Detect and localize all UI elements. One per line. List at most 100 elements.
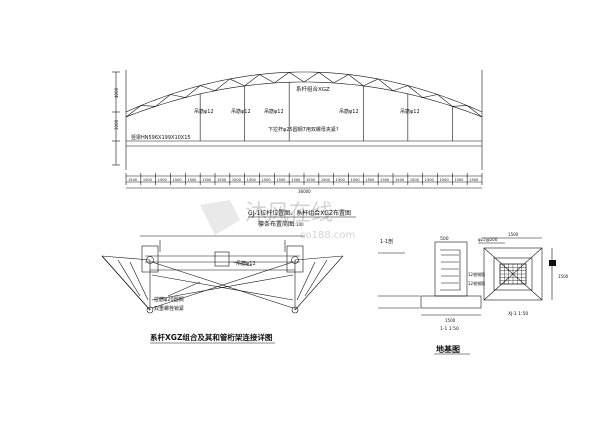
leader-line-2 bbox=[232, 261, 253, 267]
right-connection-plate bbox=[286, 245, 304, 273]
web-member bbox=[377, 78, 394, 91]
segment-dim-label: 1500 bbox=[425, 178, 435, 182]
foundation-caption: 地基图 bbox=[436, 344, 460, 354]
center-plate bbox=[214, 251, 230, 267]
web-member bbox=[363, 78, 379, 87]
web-member bbox=[333, 74, 349, 84]
arch-top-chord bbox=[125, 71, 483, 113]
plan-rebar-grid bbox=[499, 263, 527, 285]
segment-dim-label: 1500 bbox=[217, 178, 227, 182]
segment-dim-label: 1500 bbox=[336, 178, 346, 182]
web-member bbox=[155, 94, 171, 107]
watermark-text: 沐风在线 bbox=[245, 201, 333, 226]
web-member bbox=[422, 94, 438, 98]
web-member bbox=[259, 74, 275, 84]
right-plan-label: XJ-1 1:50 bbox=[508, 311, 528, 317]
leader-line bbox=[167, 281, 201, 297]
right-diagonal bbox=[294, 255, 344, 311]
left-inner-1 bbox=[117, 259, 141, 297]
truss-connection-detail bbox=[101, 235, 344, 314]
segment-dim-label: 1500 bbox=[143, 178, 153, 182]
right-side-dim: 1500 bbox=[558, 274, 569, 279]
hanger-label-3: 吊筋φ12 bbox=[264, 108, 284, 115]
plan-marker bbox=[549, 260, 556, 266]
dim-height-label: 4000 bbox=[114, 87, 119, 98]
segment-dim-label: 1500 bbox=[321, 178, 331, 182]
segment-dim-label: 1500 bbox=[187, 178, 197, 182]
footing bbox=[420, 295, 482, 309]
left-caption: 1-1 1:50 bbox=[440, 326, 459, 332]
arch-hangers bbox=[199, 82, 453, 141]
web-member bbox=[125, 105, 142, 118]
web-member bbox=[303, 72, 319, 83]
web-member bbox=[452, 105, 468, 107]
segment-dim-label: 1500 bbox=[440, 178, 450, 182]
dim-lower-label: 1000 bbox=[114, 119, 119, 130]
left-dim: 500 bbox=[440, 236, 449, 242]
web-member bbox=[140, 105, 156, 107]
hanger-label-5: 吊筋φ12 bbox=[400, 108, 420, 115]
web-member bbox=[466, 105, 483, 118]
right-top-chord bbox=[294, 255, 344, 261]
segment-dim-label: 1500 bbox=[351, 178, 361, 182]
segment-dim-label: 1500 bbox=[158, 178, 168, 182]
left-base-dim: 1500 bbox=[445, 318, 456, 323]
segment-dim-label: 1500 bbox=[454, 178, 464, 182]
right-inner-1 bbox=[304, 259, 328, 297]
segment-dim-label: 1500 bbox=[202, 178, 212, 182]
footing-plan-outer bbox=[483, 247, 543, 301]
right-top-dim: 1500 bbox=[508, 232, 519, 237]
segment-dim-label: 1500 bbox=[395, 178, 405, 182]
segment-dim-label: 1500 bbox=[291, 178, 301, 182]
right-inner-2 bbox=[296, 261, 316, 301]
left-connection-plate bbox=[141, 245, 159, 273]
web-member bbox=[318, 72, 334, 84]
dim-total-label: 36000 bbox=[298, 189, 311, 194]
segment-dim-label: 1500 bbox=[410, 178, 420, 182]
segment-dim-label: 1500 bbox=[306, 178, 316, 182]
rebar-outline bbox=[440, 249, 461, 291]
arch-caption-scale: 1:100 bbox=[292, 222, 304, 227]
arch-caption-2: 檩条布置简图 bbox=[258, 220, 294, 228]
arch-caption-1: GJ-1拉杆位置图、系杆组合XGZ布置图 bbox=[248, 209, 351, 217]
detail-rod-label: 拉筋φ20圆钢 bbox=[154, 296, 184, 303]
right-note-2: 12根钢筋 bbox=[468, 280, 485, 286]
rod-label: 系杆组合XGZ bbox=[296, 85, 330, 93]
segment-dim-label: 1500 bbox=[247, 178, 257, 182]
hanger-label-2: 吊筋φ12 bbox=[231, 108, 251, 115]
left-inner-2 bbox=[129, 261, 149, 301]
segment-dim-label: 1500 bbox=[365, 178, 375, 182]
detail-caption: 系杆XGZ组合及其和管桁架连接详图 bbox=[150, 332, 273, 342]
left-top-chord bbox=[101, 255, 151, 261]
segment-dimension-labels: 1500 1500 1500 1500 1500 1500 1500 1500 1500 1500… bbox=[128, 178, 479, 182]
x-brace-4 bbox=[151, 274, 294, 301]
web-member bbox=[214, 78, 231, 91]
web-member bbox=[437, 94, 453, 107]
x-brace-2 bbox=[151, 261, 294, 309]
segment-dim-label: 1500 bbox=[276, 178, 286, 182]
hanger-label-1: 吊筋φ12 bbox=[194, 108, 214, 115]
web-member bbox=[348, 74, 364, 87]
arch-truss-elevation bbox=[112, 70, 483, 189]
segment-dim-label: 1500 bbox=[128, 178, 138, 182]
left-diagonal-b bbox=[101, 255, 151, 311]
arch-web-members bbox=[125, 72, 483, 118]
web-member bbox=[229, 78, 245, 87]
web-member bbox=[392, 85, 408, 92]
web-member bbox=[407, 85, 423, 98]
detail-nut-label: 双重螺栓锁紧 bbox=[154, 305, 184, 312]
footing-plan-inner bbox=[493, 257, 533, 291]
web-member bbox=[185, 85, 201, 98]
segment-dim-label: 1500 bbox=[262, 178, 272, 182]
web-member bbox=[170, 94, 186, 98]
segment-dim-label: 1500 bbox=[173, 178, 183, 182]
beam-label: 竖梁HN596X199X10X15 bbox=[131, 134, 191, 141]
web-member bbox=[244, 74, 260, 87]
web-member bbox=[274, 72, 290, 84]
segment-dim-label: 1500 bbox=[380, 178, 390, 182]
segment-dim-label: 1500 bbox=[232, 178, 242, 182]
hanger-label-4: 吊筋φ12 bbox=[339, 108, 359, 115]
left-tag: 1-1剖 bbox=[380, 238, 393, 245]
